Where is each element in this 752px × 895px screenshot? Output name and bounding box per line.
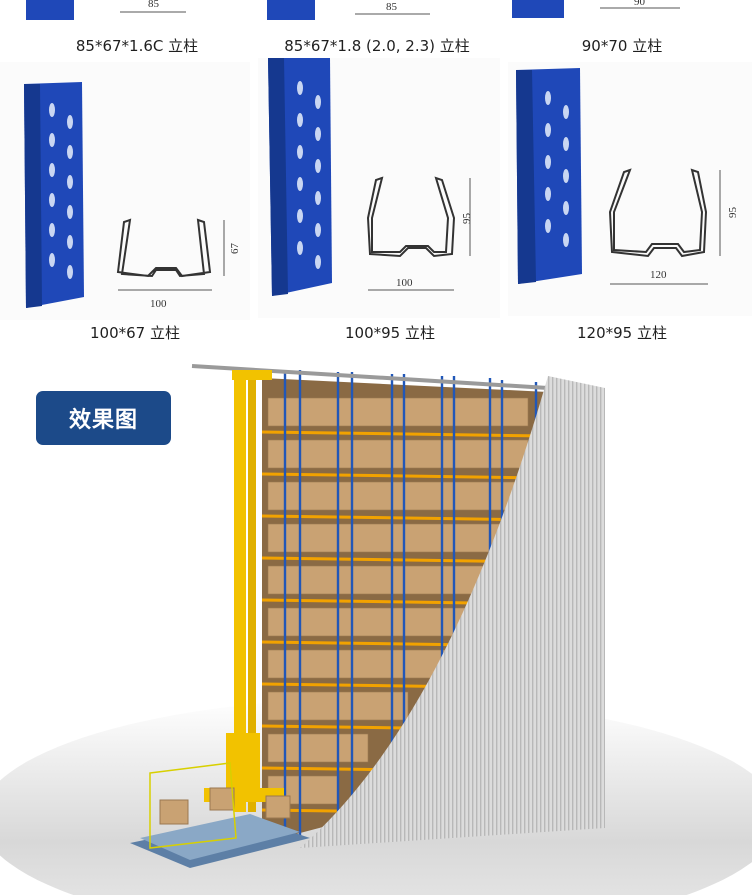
dim-width-100-b: 100 <box>396 277 413 289</box>
caption-100x95: 100*95 立柱 <box>345 324 435 342</box>
dim-width-120: 120 <box>650 269 667 281</box>
conveyor <box>130 762 310 868</box>
dim-height-95-b: 95 <box>727 207 739 219</box>
stacker-crane <box>204 370 284 812</box>
post-100x67-image: 100 67 <box>0 62 250 320</box>
caption-120x95: 120*95 立柱 <box>577 324 667 342</box>
dim-85-b: 85 <box>386 1 398 13</box>
effect-image-badge: 效果图 <box>36 391 171 445</box>
cladding-wall <box>300 376 605 848</box>
dim-height-95-a: 95 <box>461 213 473 225</box>
dim-width-100-a: 100 <box>150 298 167 310</box>
post-120x95-image: 120 95 <box>508 62 752 316</box>
caption-85x67-18: 85*67*1.8 (2.0, 2.3) 立柱 <box>284 37 470 55</box>
caption-90x70: 90*70 立柱 <box>581 37 663 55</box>
dim-85-a: 85 <box>148 0 160 10</box>
top-row-fragments: 85 85 90 <box>26 0 680 20</box>
dim-height-67: 67 <box>229 243 241 255</box>
post-100x95-image: 100 95 <box>258 58 500 318</box>
caption-85x67-16c: 85*67*1.6C 立柱 <box>75 37 199 55</box>
caption-100x67: 100*67 立柱 <box>90 324 180 342</box>
dim-90: 90 <box>634 0 646 8</box>
